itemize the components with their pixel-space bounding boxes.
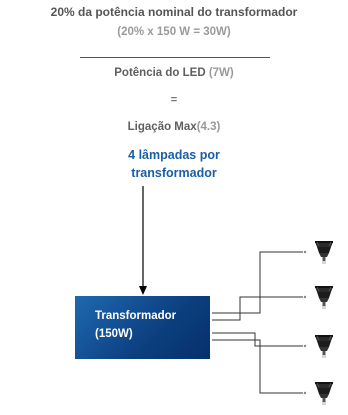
led-power-value: (7W) [208,67,234,79]
wire-1 [212,251,303,314]
wire-4 [212,339,303,394]
transformer-power: (150W) [95,328,133,340]
transformer-label: Transformador [95,310,177,322]
wire-2 [212,296,303,321]
max-connection-value: (4.3) [196,121,221,133]
led-lamp-icon [314,334,334,359]
led-lamp-icon [314,240,334,265]
wire-dots [303,250,307,395]
max-connection-line: Ligação Max(4.3) [0,121,348,133]
led-lamp-icon [314,381,334,406]
equals-sign: = [170,94,178,106]
wires [212,251,303,394]
max-connection-label: Ligação Max [127,121,197,133]
transformer-box: Transformador (150W) [75,296,210,359]
arrow-head [139,286,147,295]
calculation-subtitle: (20% x 150 W = 30W) [117,26,231,38]
led-power-line: Potência do LED (7W) [0,67,348,79]
result-line-2: transformador [131,166,217,180]
fraction-divider [80,57,270,58]
result-line-1: 4 lâmpadas por [128,148,220,162]
led-power-label: Potência do LED [114,67,206,79]
diagram-title: 20% da potência nominal do transformador [50,5,298,19]
led-lamp-icon [314,285,334,310]
